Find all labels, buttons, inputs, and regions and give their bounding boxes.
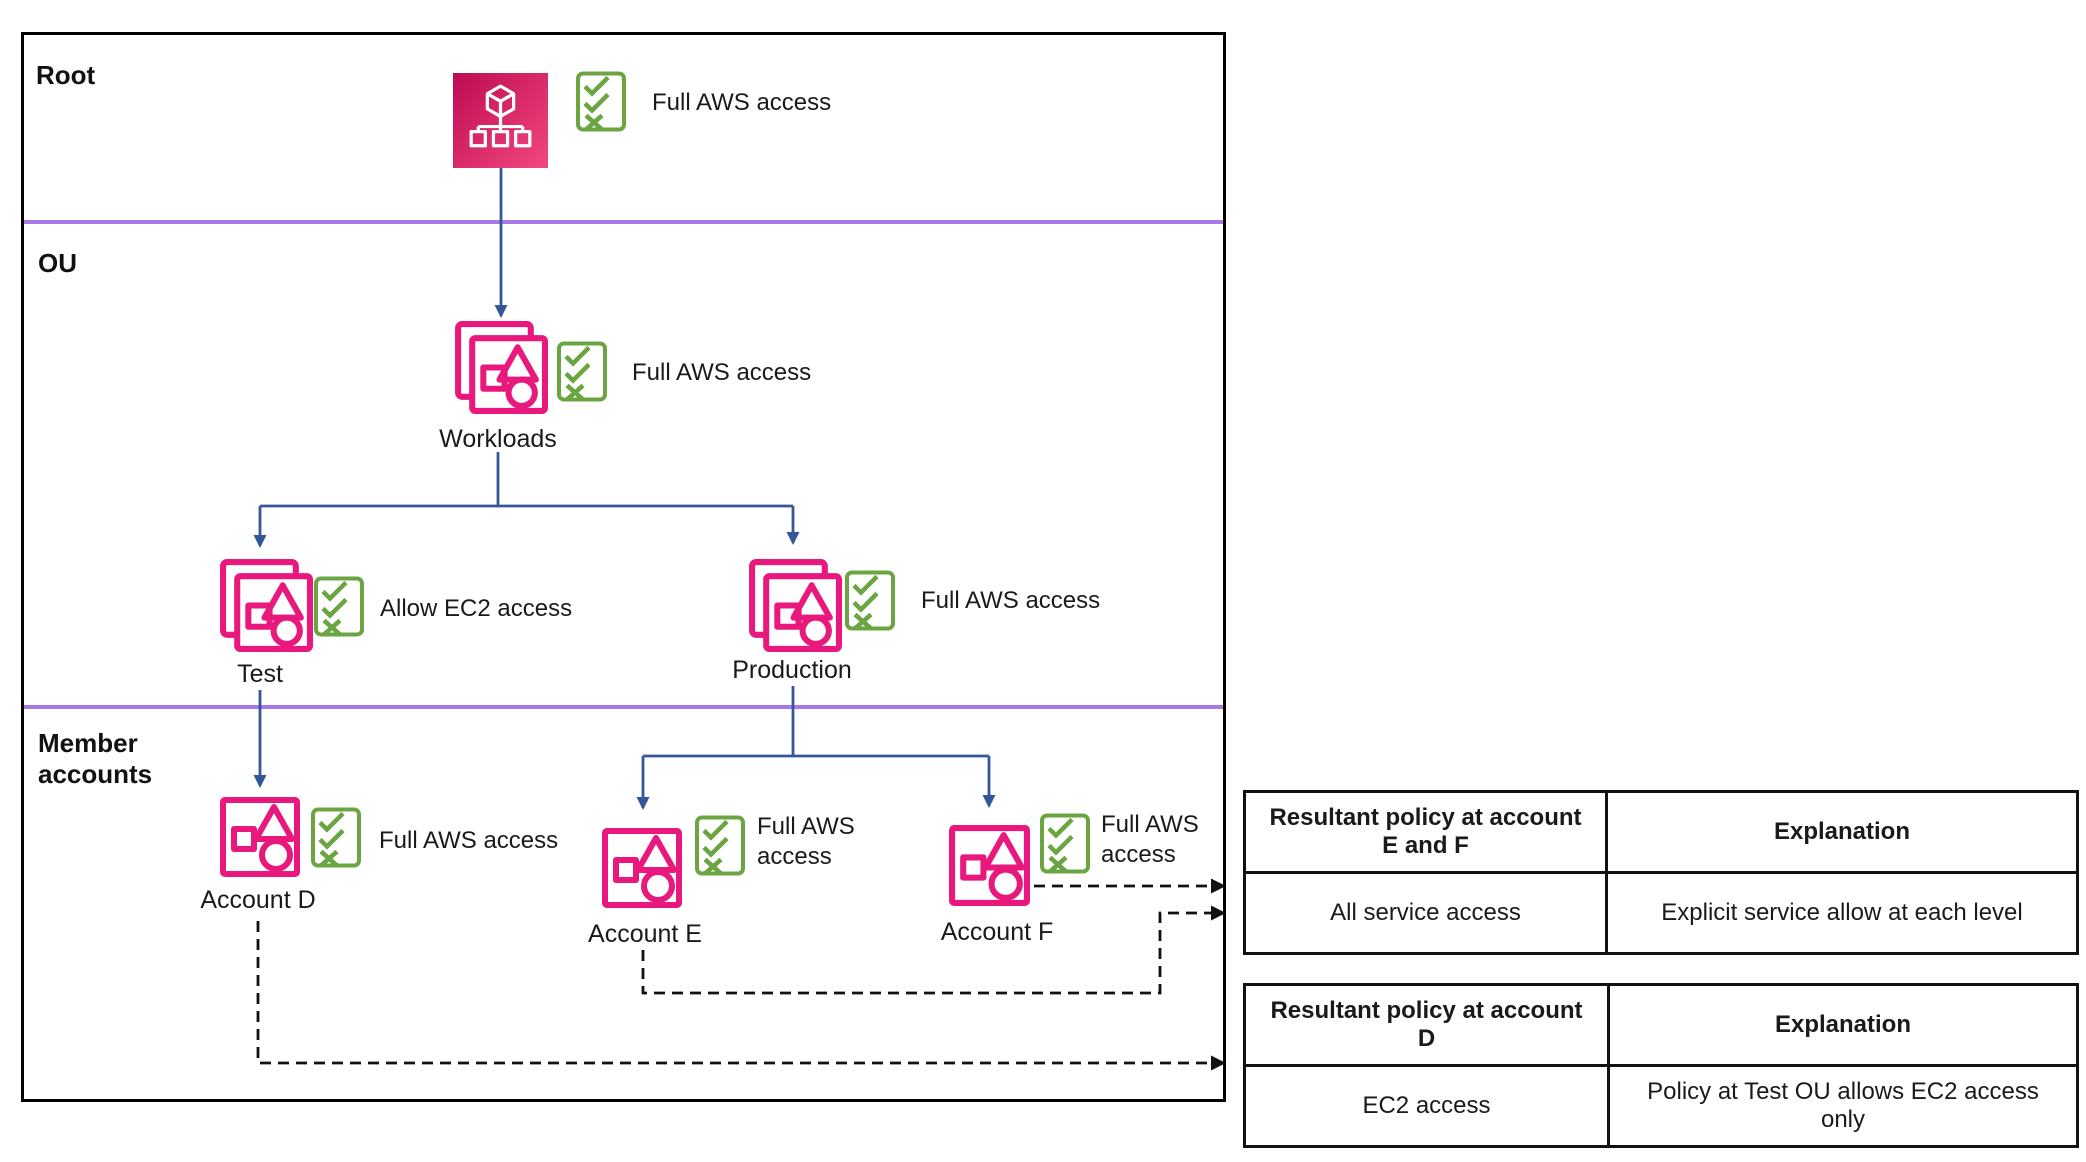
organizational-unit-icon: [220, 559, 313, 652]
table-ef-header-policy: Resultant policy at account E and F: [1269, 804, 1582, 859]
test-policy-text: Allow EC2 access: [380, 595, 573, 622]
aws-organizations-icon: [453, 73, 548, 168]
policy-checklist-icon: [314, 576, 364, 637]
policy-checklist-icon: [1040, 813, 1090, 874]
table-d-cell-explanation: Policy at Test OU allows EC2 access only: [1647, 1078, 2039, 1133]
account-e-label: Account E: [588, 920, 702, 948]
table-row: All service access Explicit service allo…: [1243, 871, 2079, 955]
table-row: EC2 access Policy at Test OU allows EC2 …: [1243, 1064, 2079, 1148]
section-label-member-accounts: Member accounts: [38, 728, 153, 789]
workloads-policy-text: Full AWS access: [632, 359, 812, 386]
organizational-unit-icon: [749, 559, 842, 652]
table-header-row: Resultant policy at account E and F Expl…: [1243, 790, 2079, 874]
policy-checklist-icon: [695, 815, 745, 876]
table-header-row: Resultant policy at account D Explanatio…: [1243, 983, 2079, 1067]
ou-member-divider: [24, 705, 1223, 709]
account-e-policy-text: Full AWS access: [757, 813, 855, 870]
organizational-unit-icon: [455, 321, 548, 414]
account-icon: [220, 797, 300, 877]
section-label-ou: OU: [38, 248, 77, 278]
resultant-policy-table-ef: Resultant policy at account E and F Expl…: [1243, 790, 2079, 955]
table-d-cell-policy: EC2 access: [1362, 1092, 1491, 1119]
table-ef-cell-policy: All service access: [1330, 899, 1521, 926]
table-d-header-policy: Resultant policy at account D: [1270, 997, 1583, 1052]
table-d-header-explanation: Explanation: [1774, 1011, 1912, 1038]
resultant-policy-table-d: Resultant policy at account D Explanatio…: [1243, 983, 2079, 1148]
account-icon: [949, 825, 1030, 906]
account-icon: [602, 828, 682, 908]
production-policy-text: Full AWS access: [921, 587, 1101, 614]
table-ef-header-explanation: Explanation: [1773, 818, 1911, 845]
workloads-label: Workloads: [439, 425, 557, 453]
section-label-root: Root: [36, 60, 96, 90]
root-policy-text: Full AWS access: [652, 89, 832, 116]
account-f-label: Account F: [940, 918, 1054, 946]
policy-checklist-icon: [845, 570, 895, 631]
test-label: Test: [237, 660, 283, 688]
table-ef-cell-explanation: Explicit service allow at each level: [1661, 899, 2023, 926]
root-ou-divider: [24, 220, 1223, 224]
account-d-policy-text: Full AWS access: [379, 827, 559, 854]
production-label: Production: [732, 656, 852, 684]
account-f-policy-text: Full AWS access: [1101, 811, 1199, 868]
policy-checklist-icon: [311, 807, 361, 868]
account-d-label: Account D: [200, 886, 316, 914]
policy-checklist-icon: [576, 71, 626, 132]
policy-checklist-icon: [557, 341, 607, 402]
